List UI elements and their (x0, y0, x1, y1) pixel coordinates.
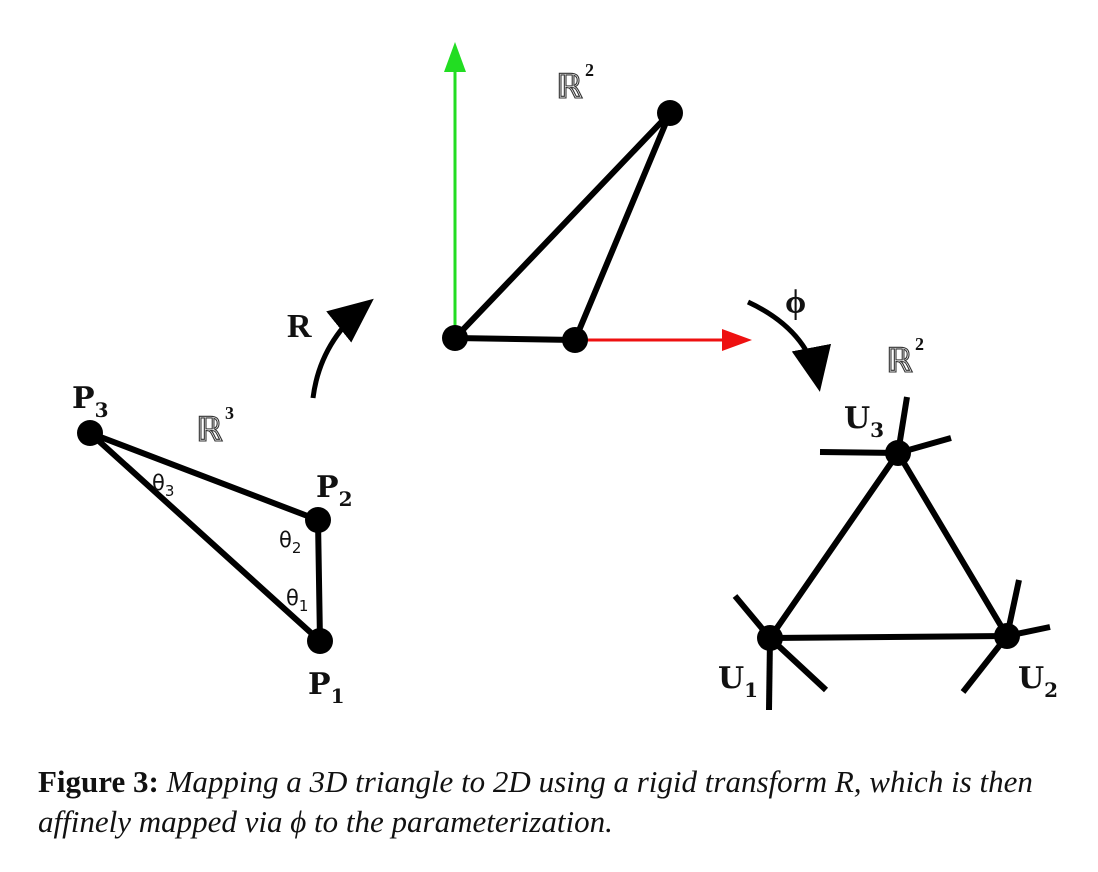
label-theta3: θ3 (152, 471, 174, 500)
label-theta1: θ1 (286, 586, 308, 615)
arrow-r-curve (310, 298, 374, 399)
caption-text: Mapping a 3D triangle to 2D using a rigi… (38, 764, 1033, 839)
label-u2: U2 (1018, 661, 1058, 702)
affine-map-arrow: ϕ (746, 284, 832, 392)
label-p1: P1 (308, 667, 344, 708)
rigid-transform-arrow: R (287, 298, 374, 399)
label-p2: P2 (316, 470, 352, 511)
label-p3: P3 (72, 381, 108, 422)
triangle-3d-edges (87, 430, 323, 644)
label-u1: U1 (718, 661, 758, 702)
vertex-u3 (885, 440, 911, 466)
vertex-2d-top (657, 100, 683, 126)
arrow-phi-curve (746, 299, 832, 392)
x-axis-arrowhead (722, 329, 752, 351)
vertex-p3 (77, 420, 103, 446)
label-theta2: θ2 (279, 528, 301, 557)
vertex-p2 (305, 507, 331, 533)
label-phi: ϕ (785, 284, 806, 321)
figure-caption: Figure 3: Mapping a 3D triangle to 2D us… (38, 762, 1078, 842)
label-r: R (287, 308, 312, 345)
caption-heading: Figure 3: (38, 764, 159, 799)
param-triangle-edges (767, 450, 1010, 641)
vertex-p1 (307, 628, 333, 654)
y-axis-arrowhead (444, 42, 466, 72)
vertex-2d-on-x (562, 327, 588, 353)
vertex-u1 (757, 625, 783, 651)
triangle-2d-edges (452, 110, 673, 343)
vertex-2d-origin (442, 325, 468, 351)
label-u3: U3 (844, 401, 884, 442)
vertex-u2 (994, 623, 1020, 649)
